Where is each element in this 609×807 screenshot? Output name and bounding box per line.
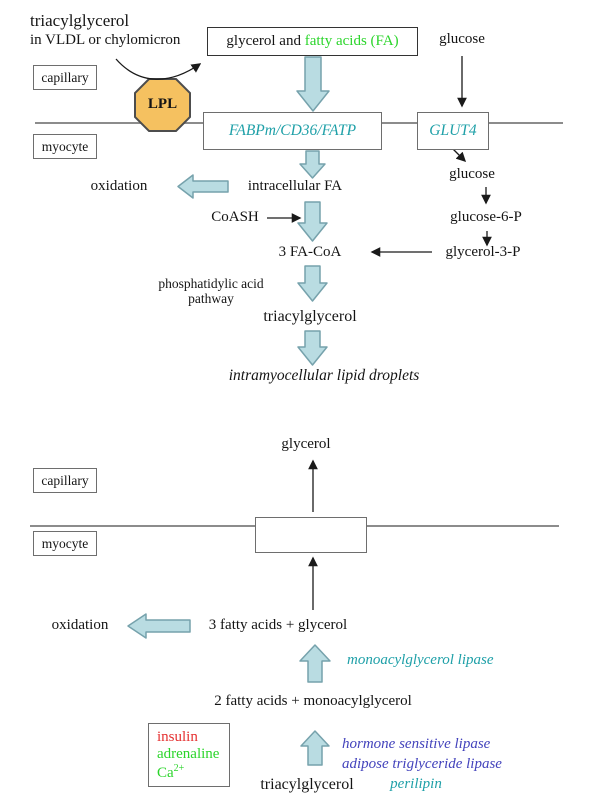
capillary-tag-bottom-label: capillary — [41, 472, 89, 488]
fa3-glycerol-label: 3 fatty acids + glycerol — [208, 617, 348, 633]
calcium-sup-text: 2+ — [173, 762, 185, 774]
myocyte-tag-top: myocyte — [33, 134, 97, 159]
products-green-text: fatty acids (FA) — [304, 32, 399, 49]
block-arrow-down-tag-to-droplets-icon — [297, 330, 328, 366]
block-arrow-down-fabpm-to-fa-icon — [299, 150, 326, 179]
block-arrow-down-products-to-fabpm-icon — [296, 56, 330, 112]
fabpm-label: FABPm/CD36/FATP — [228, 122, 357, 139]
arrow-glut4-to-glucose-icon — [451, 147, 467, 163]
coash-label: CoASH — [211, 209, 259, 225]
oxidation-bottom-label: oxidation — [51, 617, 109, 633]
block-arrow-down-fa-to-facoa-icon — [297, 201, 328, 242]
monoacylglycerol-lipase-label: monoacylglycerol lipase — [347, 652, 494, 668]
glut4-transporter-box: GLUT4 — [417, 112, 489, 150]
block-arrow-left-oxidation-top-icon — [177, 174, 229, 199]
products-box: glycerol and fatty acids (FA) — [207, 27, 418, 56]
intracellular-fa-label: intracellular FA — [247, 178, 343, 194]
block-arrow-up-mgl-icon — [299, 644, 331, 683]
source-label-line1: triacylglycerol — [30, 11, 130, 30]
capillary-tag-top: capillary — [33, 65, 97, 90]
calcium-label: Ca2+ — [157, 763, 184, 782]
capillary-tag-bottom: capillary — [33, 468, 97, 493]
source-label-line2: in VLDL or chylomicron — [30, 32, 181, 48]
lpl-octagon-icon — [134, 78, 191, 132]
fa2-monoacylglycerol-label: 2 fatty acids + monoacylglycerol — [214, 693, 412, 709]
unnamed-transporter-box — [255, 517, 367, 553]
myocyte-tag-bottom-label: myocyte — [41, 535, 89, 551]
triacylglycerol-bottom-label: triacylglycerol — [260, 776, 354, 793]
myocyte-tag-bottom: myocyte — [33, 531, 97, 556]
calcium-base-text: Ca — [157, 764, 174, 781]
perilipin-label: perilipin — [390, 776, 442, 792]
block-arrow-down-facoa-to-tag-icon — [297, 265, 328, 302]
capillary-tag-top-label: capillary — [41, 69, 89, 85]
triacylglycerol-mid-label: triacylglycerol — [263, 308, 357, 325]
adipose-triglyceride-lipase-label: adipose triglyceride lipase — [342, 756, 502, 772]
oxidation-top-label: oxidation — [90, 178, 148, 194]
regulators-box: insulin adrenaline Ca2+ — [148, 723, 230, 787]
products-black-text: glycerol and — [226, 32, 305, 49]
block-arrow-up-hsl-icon — [300, 730, 330, 766]
products-box-label: glycerol and fatty acids (FA) — [226, 33, 398, 50]
glycerol-out-label: glycerol — [281, 436, 331, 452]
glucose-top-label: glucose — [439, 31, 485, 47]
pathway-label-line2: pathway — [188, 291, 234, 306]
glucose-6-p-label: glucose-6-P — [450, 209, 522, 225]
curved-arrow-tag-to-products-icon — [115, 58, 202, 80]
glucose-inner-label: glucose — [449, 166, 495, 182]
lpl-label: LPL — [147, 96, 178, 112]
lipid-droplets-label: intramyocellular lipid droplets — [228, 367, 420, 384]
fa-coa-label: 3 FA-CoA — [278, 244, 342, 260]
insulin-label: insulin — [157, 728, 198, 745]
myocyte-tag-top-label: myocyte — [41, 138, 89, 154]
pathway-label-line1: phosphatidylic acid — [158, 276, 264, 291]
block-arrow-left-oxidation-bottom-icon — [127, 613, 191, 639]
glycerol-3-p-label: glycerol-3-P — [445, 244, 521, 260]
hormone-sensitive-lipase-label: hormone sensitive lipase — [342, 736, 491, 752]
adrenaline-label: adrenaline — [157, 745, 220, 762]
fabpm-transporter-box: FABPm/CD36/FATP — [203, 112, 382, 150]
glut4-label: GLUT4 — [429, 122, 477, 139]
